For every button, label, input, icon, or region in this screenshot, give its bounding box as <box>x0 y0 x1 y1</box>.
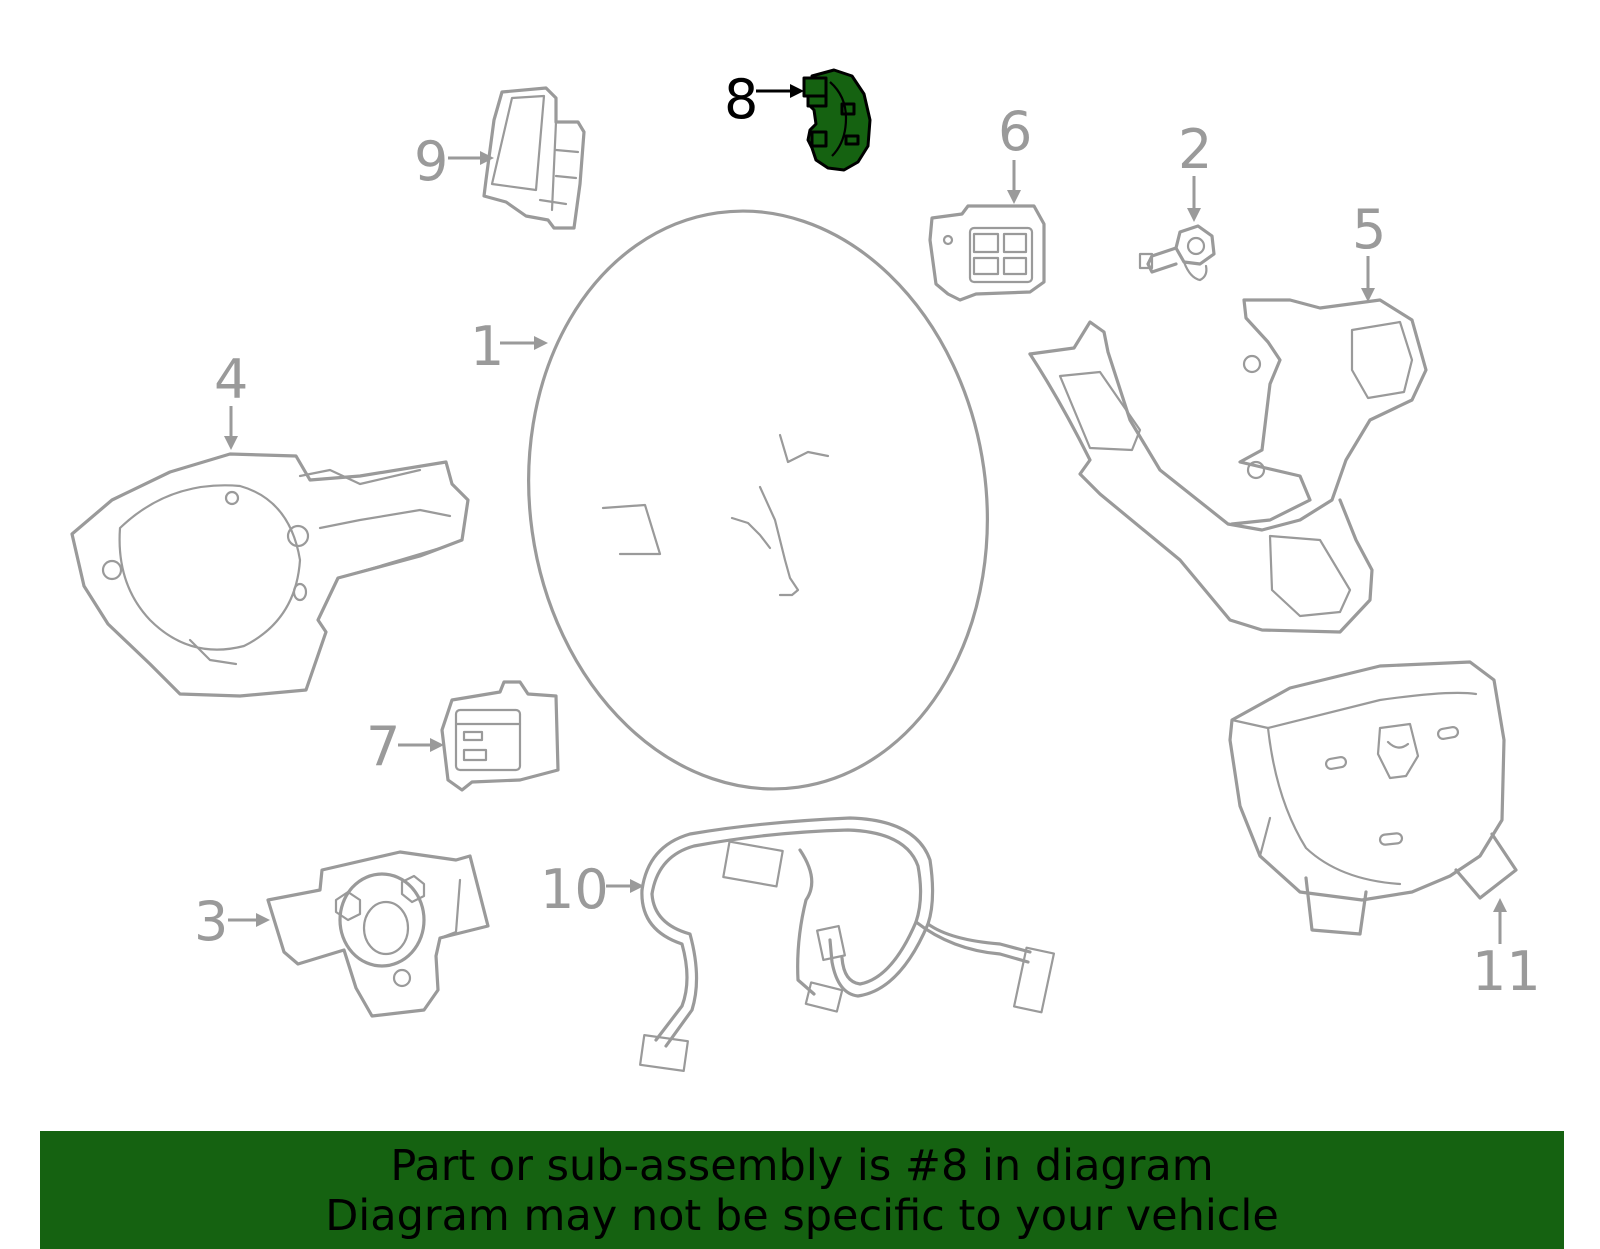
part-9-switch[interactable] <box>482 86 586 230</box>
svg-text:3: 3 <box>194 890 228 953</box>
part-4-column-housing[interactable] <box>70 452 470 698</box>
callout-11: 11 <box>1472 898 1541 1003</box>
part-3-clock-spring[interactable] <box>266 850 490 1018</box>
svg-text:6: 6 <box>998 100 1032 163</box>
part-5-trim-bezel[interactable] <box>1028 298 1428 634</box>
callout-1: 1 <box>470 315 548 378</box>
callout-3: 3 <box>194 890 270 953</box>
part-7-switch[interactable] <box>440 680 560 792</box>
svg-text:10: 10 <box>540 858 609 921</box>
callout-4: 4 <box>214 348 248 450</box>
svg-text:11: 11 <box>1472 940 1541 1003</box>
callout-7: 7 <box>366 715 444 778</box>
callout-2: 2 <box>1178 118 1212 222</box>
banner-line-part: Part or sub-assembly is #8 in diagram <box>390 1141 1214 1191</box>
part-2-screw[interactable] <box>1138 224 1216 282</box>
svg-text:4: 4 <box>214 348 248 411</box>
part-1-steering-wheel[interactable] <box>492 181 1024 819</box>
part-6-switch[interactable] <box>928 204 1046 302</box>
svg-text:5: 5 <box>1352 198 1386 261</box>
part-10-wiring-harness[interactable] <box>639 816 1056 1073</box>
callout-9: 9 <box>414 130 494 193</box>
part-11-airbag[interactable] <box>1228 660 1518 936</box>
svg-text:2: 2 <box>1178 118 1212 181</box>
part-8-highlighted-module[interactable] <box>802 68 872 172</box>
svg-text:7: 7 <box>366 715 400 778</box>
callout-10: 10 <box>540 858 644 921</box>
notice-banner: Part or sub-assembly is #8 in diagram Di… <box>40 1131 1564 1249</box>
svg-text:9: 9 <box>414 130 448 193</box>
callout-6: 6 <box>998 100 1032 204</box>
callout-8: 8 <box>724 68 804 131</box>
banner-line-disclaimer: Diagram may not be specific to your vehi… <box>325 1191 1279 1241</box>
svg-text:1: 1 <box>470 315 504 378</box>
callout-5: 5 <box>1352 198 1386 302</box>
svg-text:8: 8 <box>724 68 758 131</box>
